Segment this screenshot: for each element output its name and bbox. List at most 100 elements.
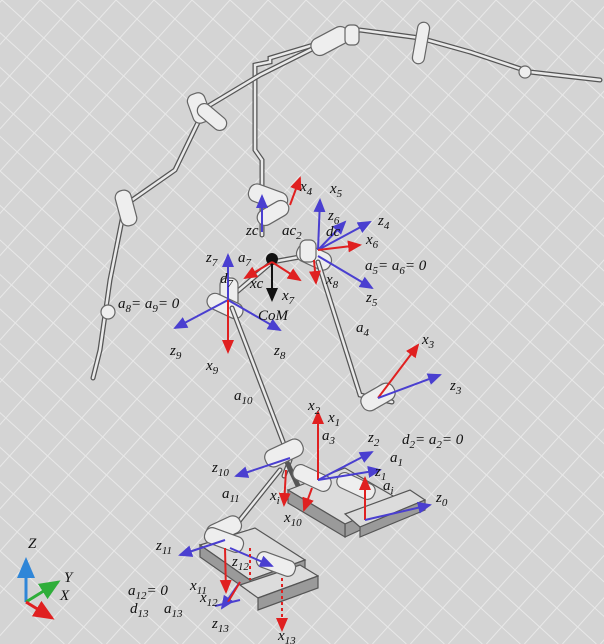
grid-line [0,0,383,426]
label-z0: z0 [435,490,448,509]
label-z4: z4 [377,213,390,232]
grid-line [0,481,179,644]
grid-line [0,550,103,644]
grid-line [0,204,483,644]
label-z13: z13 [211,616,229,635]
label-z11: z11 [155,538,172,557]
grid-line [0,0,3,3]
label-z9: z9 [169,343,182,362]
label-x12: x12 [199,590,218,609]
label-a11: a11 [222,486,240,505]
grid-line [0,0,117,130]
grid-line [68,48,604,644]
label-a13: a13 [164,601,183,620]
label-x5: x5 [329,181,343,200]
grid-line [296,301,604,644]
grid-line [0,170,521,644]
grid-line [0,239,445,644]
grid-line [0,412,255,644]
label-x9: x9 [205,358,219,377]
grid-line [410,428,604,644]
label-x1: x1 [327,410,340,429]
grid-line [0,377,293,644]
label-a12: a12= 0 [128,583,168,602]
label-z3: z3 [449,378,462,397]
label-com: CoM [258,308,290,324]
label-a1: a1 [390,450,403,469]
label-x2: x2 [307,398,321,417]
grid-line [0,0,573,637]
grid-line [562,597,604,644]
label-z5: z5 [365,290,378,309]
grid-line [448,470,604,644]
grid-line [0,135,559,644]
label-zc: zc [245,223,259,239]
grid-line [0,0,231,257]
label-world-z: Z [28,536,37,552]
label-dc: dc [326,224,341,240]
label-d13: d13 [130,601,149,620]
grid-line [381,0,604,203]
label-ac2: ac2 [282,223,302,242]
grid-line [182,174,604,644]
label-z7: z7 [205,250,218,269]
grid-line [419,0,604,168]
label-world-x: X [59,588,70,604]
grid-line [0,0,421,468]
grid-line [0,0,345,383]
label-world-y: Y [64,570,74,586]
grid-line [305,0,604,272]
label-xi: xi [269,488,280,507]
label-x7: x7 [281,288,295,307]
label-a3: a3 [322,428,336,447]
grid-line [30,5,604,644]
label-z6: z6 [327,208,340,227]
grid-line [153,0,604,410]
grid-line [220,217,604,644]
grid-line [258,259,604,644]
frame-arrows [173,176,442,632]
label-d7: d7 [220,271,234,290]
grid-line [0,0,193,215]
label-x13: x13 [277,628,296,644]
grid-line [0,0,155,172]
label-xc: xc [249,276,264,292]
grid-line [267,0,604,307]
label-a7: a7 [238,250,252,269]
label-x10: x10 [283,510,302,529]
com-point [266,253,278,265]
grid-line [486,512,604,644]
grid-line [0,0,459,510]
label-x11: x11 [189,578,207,597]
grid-line [343,0,604,238]
grid-line [372,385,604,644]
upper-arm-chain [90,21,603,381]
grid-line [0,0,497,552]
label-z10: z10 [211,460,229,479]
label-a10: a10 [234,388,253,407]
label-z1: z1 [374,464,386,483]
grid-line [229,0,604,341]
grid-line [0,273,407,644]
grid-line [106,90,604,644]
grid-line [0,0,269,299]
label-a8-a9: a8= a9= 0 [118,296,180,315]
label-x6: x6 [365,232,379,251]
label-ai: ai [383,478,394,497]
label-z12: z12 [231,554,249,573]
grid-line [191,0,604,376]
grid-line [115,0,604,445]
grid-line [334,343,604,644]
label-x3: x3 [421,332,435,351]
grid-line [39,0,604,514]
label-d2-a2: d2= a2= 0 [402,432,464,451]
grid-line [457,0,604,134]
world-axes [17,557,61,620]
grid-line [495,0,604,99]
grid-line [533,0,604,65]
label-a4: a4 [356,320,370,339]
